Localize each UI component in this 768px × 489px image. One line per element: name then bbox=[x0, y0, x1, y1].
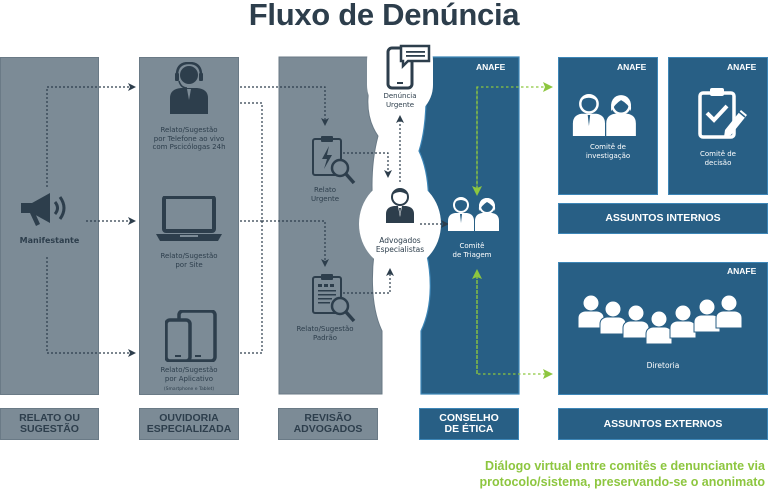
footer-note: Diálogo virtual entre comitês e denuncia… bbox=[480, 458, 765, 489]
label-line: CONSELHO bbox=[439, 412, 499, 424]
anafe-badge-conselho: ANAFE bbox=[476, 62, 506, 72]
megaphone-icon bbox=[21, 193, 66, 226]
label-line: RELATO OU bbox=[19, 412, 80, 424]
label-line: ESPECIALIZADA bbox=[146, 423, 232, 435]
caption-decisao: Comitê de decisão bbox=[700, 150, 736, 167]
caption-advogados: Advogados Especialistas bbox=[375, 236, 425, 254]
label-line: OUVIDORIA bbox=[159, 412, 219, 424]
label-relato-ou-sugestao: RELATO OU SUGESTÃO bbox=[0, 408, 99, 440]
label-line: ADVOGADOS bbox=[293, 423, 363, 435]
caption-telefone: Relato/Sugestão por Telefone ao vivo com… bbox=[152, 126, 226, 151]
footer-line-2: protocolo/sistema, preservando-se o anon… bbox=[479, 475, 765, 489]
label-assuntos-internos: ASSUNTOS INTERNOS bbox=[558, 203, 768, 234]
arrow-manifestante-app bbox=[46, 257, 136, 357]
clipboard-check-pencil-icon bbox=[698, 88, 747, 139]
anafe-badge-diretoria: ANAFE bbox=[727, 266, 757, 276]
arrow-telefone-urgente bbox=[240, 86, 329, 126]
caption-site: Relato/Sugestão por Site bbox=[160, 252, 218, 269]
label-line: SUGESTÃO bbox=[20, 423, 79, 435]
headset-operator-icon bbox=[170, 62, 208, 114]
urgent-clipboard-icon bbox=[312, 136, 356, 185]
arrow-triagem-investigacao bbox=[476, 82, 553, 188]
label-conselho-de-etica: CONSELHO DE ÉTICA bbox=[419, 408, 519, 440]
committee-icon bbox=[448, 197, 499, 231]
board-group-icon bbox=[578, 294, 743, 344]
lawyer-icon bbox=[386, 188, 414, 223]
committee-icon bbox=[572, 94, 636, 136]
caption-relato-urgente: Relato Urgente bbox=[310, 186, 340, 203]
laptop-icon bbox=[156, 196, 222, 241]
standard-clipboard-icon bbox=[312, 274, 356, 323]
anafe-badge-decisao: ANAFE bbox=[727, 62, 757, 72]
label-line: REVISÃO bbox=[304, 412, 352, 424]
arrow-to-padrao bbox=[262, 220, 329, 267]
caption-aplicativo-sub: (Smartphone e Tablet) bbox=[163, 387, 215, 392]
caption-manifestante: Manifestante bbox=[19, 236, 80, 245]
caption-investigacao: Comitê de investigação bbox=[585, 143, 631, 160]
arrow-triagem-diretoria bbox=[476, 280, 553, 379]
label-assuntos-externos: ASSUNTOS EXTERNOS bbox=[558, 408, 768, 440]
arrow-urgente-advogados bbox=[343, 152, 392, 178]
caption-aplicativo: Relato/Sugestão por Aplicativo bbox=[160, 366, 218, 383]
page-title: Fluxo de Denúncia bbox=[248, 0, 520, 32]
anafe-badge-investigacao: ANAFE bbox=[617, 62, 647, 72]
label-revisao-advogados: REVISÃO ADVOGADOS bbox=[278, 408, 378, 440]
footer-line-1: Diálogo virtual entre comitês e denuncia… bbox=[485, 459, 765, 473]
caption-relato-padrao: Relato/Sugestão Padrão bbox=[296, 325, 354, 342]
caption-triagem: Comitê de Triagem bbox=[452, 242, 492, 259]
caption-denuncia-urgente: Denúncia Urgente bbox=[383, 92, 417, 109]
smartphone-tablet-icon bbox=[165, 310, 217, 362]
caption-diretoria: Diretoria bbox=[646, 361, 680, 370]
arrow-manifestante-telefone bbox=[46, 83, 136, 187]
label-ouvidoria-especializada: OUVIDORIA ESPECIALIZADA bbox=[139, 408, 239, 440]
phone-message-icon bbox=[386, 44, 431, 90]
label-line: DE ÉTICA bbox=[444, 423, 494, 435]
panel-relato bbox=[0, 57, 99, 395]
